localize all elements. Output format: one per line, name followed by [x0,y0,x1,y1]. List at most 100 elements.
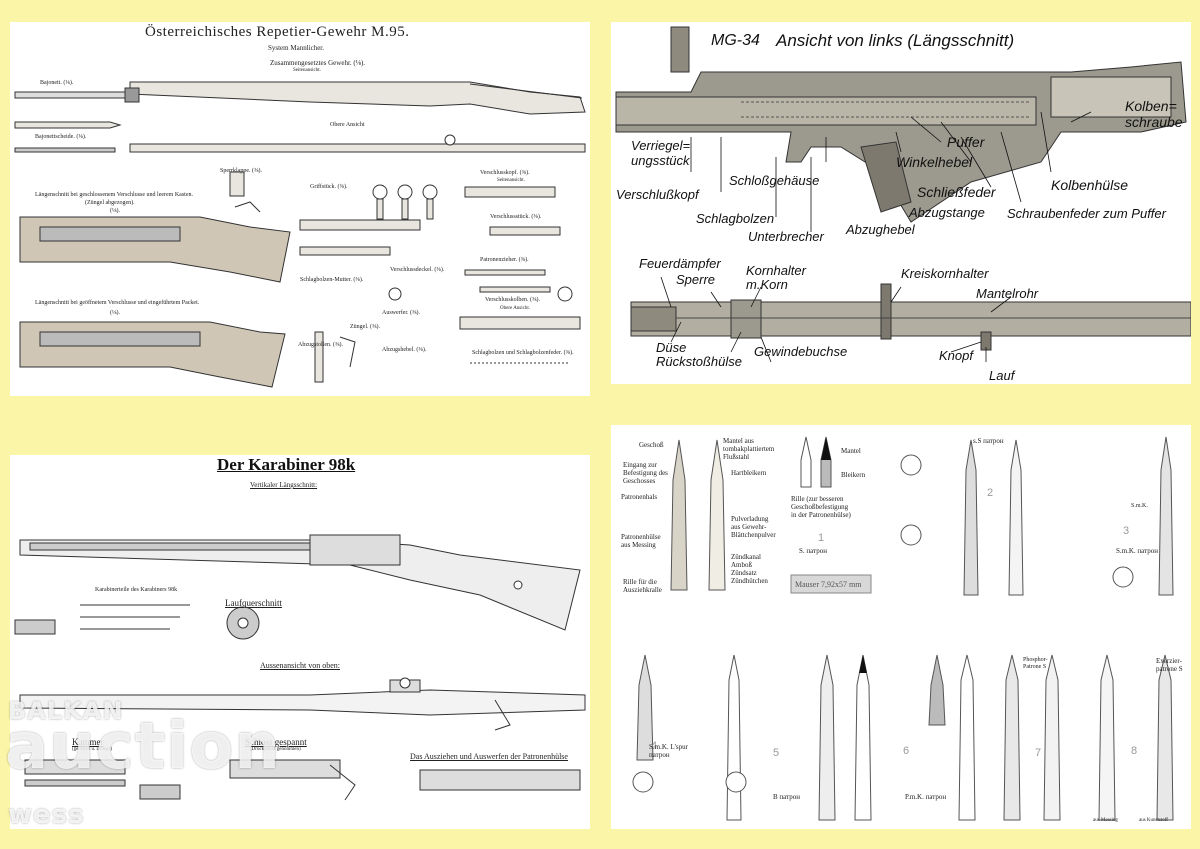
label-schloss: Schloss gespannt [245,737,307,747]
label-griffstueck: Griffstück. (⅜). [310,184,348,190]
label-hartbleikern: Hartbleikern [731,469,767,477]
label-kreiskornhalter: Kreiskornhalter [901,266,989,281]
label-phosphor: Phosphor- Patrone S [1023,657,1048,670]
label-open-section: Längenschnitt bei geöffnetem Verschlusse… [35,300,200,306]
label-schlagbolzen-mutter: Schlagbolzen-Mutter. (⅜). [300,277,364,283]
label-verschlussstueck: Verschlussstück. (⅜). [490,214,542,220]
label-schlagbolzen-feder: Schlagbolzen und Schlagbolzenfeder. (⅜). [472,350,574,356]
cartridge-number-6: 6 [903,745,910,757]
label-closed-note: (Züngel abgezogen). [85,200,135,206]
m95-drawings [14,81,586,388]
label-patronenhals: Patronenhals [621,493,658,501]
label-knopf: Knopf [939,348,973,363]
label-smk-patron: S.m.K. патрон [1116,547,1158,555]
cartridge-drawings [632,436,1174,821]
watermark-line-1: BALKAN [8,697,124,725]
label-smk: S.m.K. [1131,503,1148,509]
mg34-title-model: MG-34 [711,32,760,49]
label-assembled: Zusammengesetztes Gewehr. (⅛). [270,59,366,67]
label-schlagbolzen: Schlagbolzen [696,211,775,226]
label-rueckstosshuelse: Rückstoßhülse [656,354,742,369]
label-huelse-messing: Patronenhülse aus Messing [621,533,661,549]
mg34-title-view: Ansicht von links (Längsschnitt) [776,31,1015,50]
label-rille-ausz: Rille für die Ausziehkralle [623,578,662,594]
label-top-view: Obere Ansicht [330,122,365,128]
label-scabbard: Bajonettscheide. (⅛). [35,134,87,140]
panel-mg34: MG-34 Ansicht von links (Längsschnitt) K… [611,22,1191,384]
label-seitenansicht: Seitenansicht. [497,178,525,183]
panel-mannlicher-m95: Österreichisches Repetier-Gewehr M.95. S… [10,22,590,396]
label-patronenzieher: Patronenzieher. (⅜). [480,257,529,263]
cartridge-number-7: 7 [1035,747,1042,759]
label-verschlussdeckel: Verschlussdeckel. (⅜). [390,267,445,273]
label-obere-ansicht: Obere Ansicht. [500,306,530,311]
label-schraubenfeder: Schraubenfeder zum Puffer [1007,206,1166,221]
label-smk-lspur: S.m.K. L'spur патрон [649,743,688,759]
label-bayonet: Bajonett. (⅛). [40,80,74,86]
cartridge-number-3: 3 [1123,525,1130,537]
label-lauf: Lauf [989,368,1015,383]
panel-karabiner-98k: Der Karabiner 98k Vertikaler Längsschnit… [10,455,590,829]
k98-title: Der Karabiner 98k [217,455,356,474]
cartridge-number-1: 1 [818,532,825,544]
label-kolbenschraube: Kolben= schraube [1125,98,1183,130]
label-closed-section: Längenschnitt bei geschlossenem Verschlu… [35,192,194,198]
label-exerzier: Exerzier- patrone S [1156,657,1183,673]
label-abzugshebel: Abzugshebel. (⅜). [382,347,427,353]
k98-drawings [14,534,586,801]
panel1-subtitle: System Mannlicher. [268,44,324,52]
label-aussenansicht: Aussenansicht von oben: [260,661,340,670]
label-puffer: Puffer [947,134,985,150]
label-abzugstange: Abzugstange [909,205,985,220]
label-s-patron: S. патрон [799,547,827,555]
watermark-line-2: auction [5,710,281,784]
label-verschlusskolben: Verschlusskolben. (⅜). [485,297,540,303]
label-kolbenhuelse: Kolbenhülse [1051,177,1129,193]
label-winkelhebel: Winkelhebel [896,154,973,170]
label-sperrklappe: Sperrklappe. (⅜). [220,168,262,174]
label-mauser: Mauser 7,92x57 mm [795,580,862,589]
label-pulverladung: Pulverladung aus Gewehr- Blättchenpulver [731,515,776,539]
mg34-drawings [615,26,1191,363]
label-auszieher: Das Ausziehen und Auswerfen der Patronen… [410,752,568,761]
label-duese: Düse [656,340,687,355]
label-eingang: Eingang zur Befestigung des Geschosses [623,461,668,485]
label-zuengel: Züngel. (⅜). [350,324,380,330]
label-scale-half-2: (⅛). [110,310,120,316]
cartridge-number-4: 4 [651,740,658,752]
cartridge-number-2: 2 [987,487,994,499]
label-verriegelungsstueck: Verriegel= ungsstück [631,138,691,168]
label-aus-messing: aus Messing [1093,818,1118,823]
label-rille: Rille (zur besseren Geschoßbefestigung i… [791,495,851,519]
label-gewindebuchse: Gewindebuchse [754,344,848,359]
label-schlossgehaeuse: Schloßgehäuse [729,173,820,188]
label-kammer: Kammer [72,737,104,747]
label-mantel: Mantel [841,447,861,455]
label-unterbrecher: Unterbrecher [748,229,824,244]
label-sperre: Sperre [676,272,716,287]
panel1-title: Österreichisches Repetier-Gewehr M.95. [145,24,410,40]
label-verschlusskopf: Verschlußkopf [616,187,699,202]
label-b-patron: B патрон [773,793,800,801]
label-zuendkanal: Zündkanal Amboß Zündsatz Zündhütchen [731,553,768,585]
label-ss-patron: s.S патрон [973,437,1004,445]
label-abzugstollen: Abzugstollen. (⅜). [298,342,343,348]
label-parts-title: Karabinerteile des Karabiners 98k [95,587,178,593]
label-auswerfer: Auswerfer. (⅜). [382,310,420,316]
cartridge-number-8: 8 [1131,745,1138,757]
label-bleikern: Bleikern [841,471,866,479]
label-kornhalter: Kornhalter m.Korn [746,263,806,292]
watermark-line-3: wess [8,800,85,830]
label-mantel-stahl: Mantel aus tombakplattiertem Flußstahl [723,437,775,461]
cartridge-number-5: 5 [773,747,780,759]
label-vertical-section: Vertikaler Längsschnitt: [250,481,318,489]
label-aus-kunststoff: aus Kunststoff [1139,818,1168,823]
label-schloss-note: (Druckpunkt genommen) [250,747,301,752]
label-laufquerschnitt: Laufquerschnitt [225,598,282,608]
label-abzughebel: Abzughebel [846,222,915,237]
label-feuerdaempfer: Feuerdämpfer [639,256,721,271]
label-scale-half: (⅛). [110,208,120,214]
label-side-view: Seitenansicht. [293,68,321,73]
label-pmk-patron: P.m.K. патрон [905,793,947,801]
label-geschoss: Geschoß [639,441,664,449]
